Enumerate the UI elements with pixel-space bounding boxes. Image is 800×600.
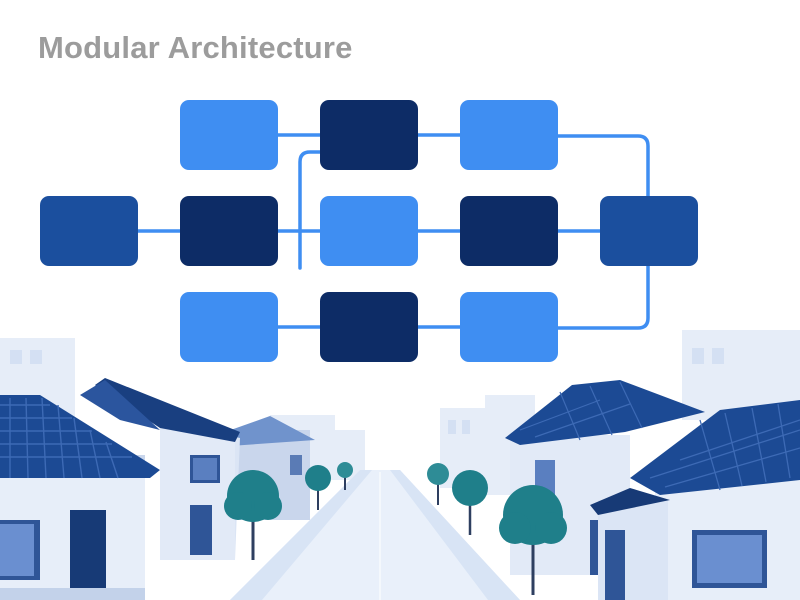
tree-icon [427, 463, 449, 505]
tree-icon [224, 470, 282, 560]
connector-line [556, 264, 650, 330]
distant-windows [10, 348, 724, 434]
module-grid [40, 100, 698, 362]
connector-lines [136, 133, 650, 330]
street-scene [0, 330, 800, 600]
house-right-near [590, 400, 800, 600]
connector-line [556, 134, 650, 198]
module-block-r1c2 [180, 100, 278, 170]
module-block-r3c4 [460, 292, 558, 362]
module-block-r2c4 [460, 196, 558, 266]
tree-icon [452, 470, 488, 535]
module-block-r3c3 [320, 292, 418, 362]
module-block-r1c4 [460, 100, 558, 170]
module-block-r2c3 [320, 196, 418, 266]
module-block-r2c5 [600, 196, 698, 266]
house-left-mid [80, 378, 240, 560]
module-block-r1c3 [320, 100, 418, 170]
module-block-r2c2 [180, 196, 278, 266]
tree-icon [305, 465, 331, 510]
tree-icon [499, 485, 567, 595]
page-title: Modular Architecture [38, 30, 353, 65]
connector-line [298, 150, 322, 270]
house-left-near [0, 395, 160, 600]
module-block-r2c1 [40, 196, 138, 266]
street [230, 470, 520, 600]
module-block-r3c2 [180, 292, 278, 362]
tree-icon [337, 462, 353, 490]
